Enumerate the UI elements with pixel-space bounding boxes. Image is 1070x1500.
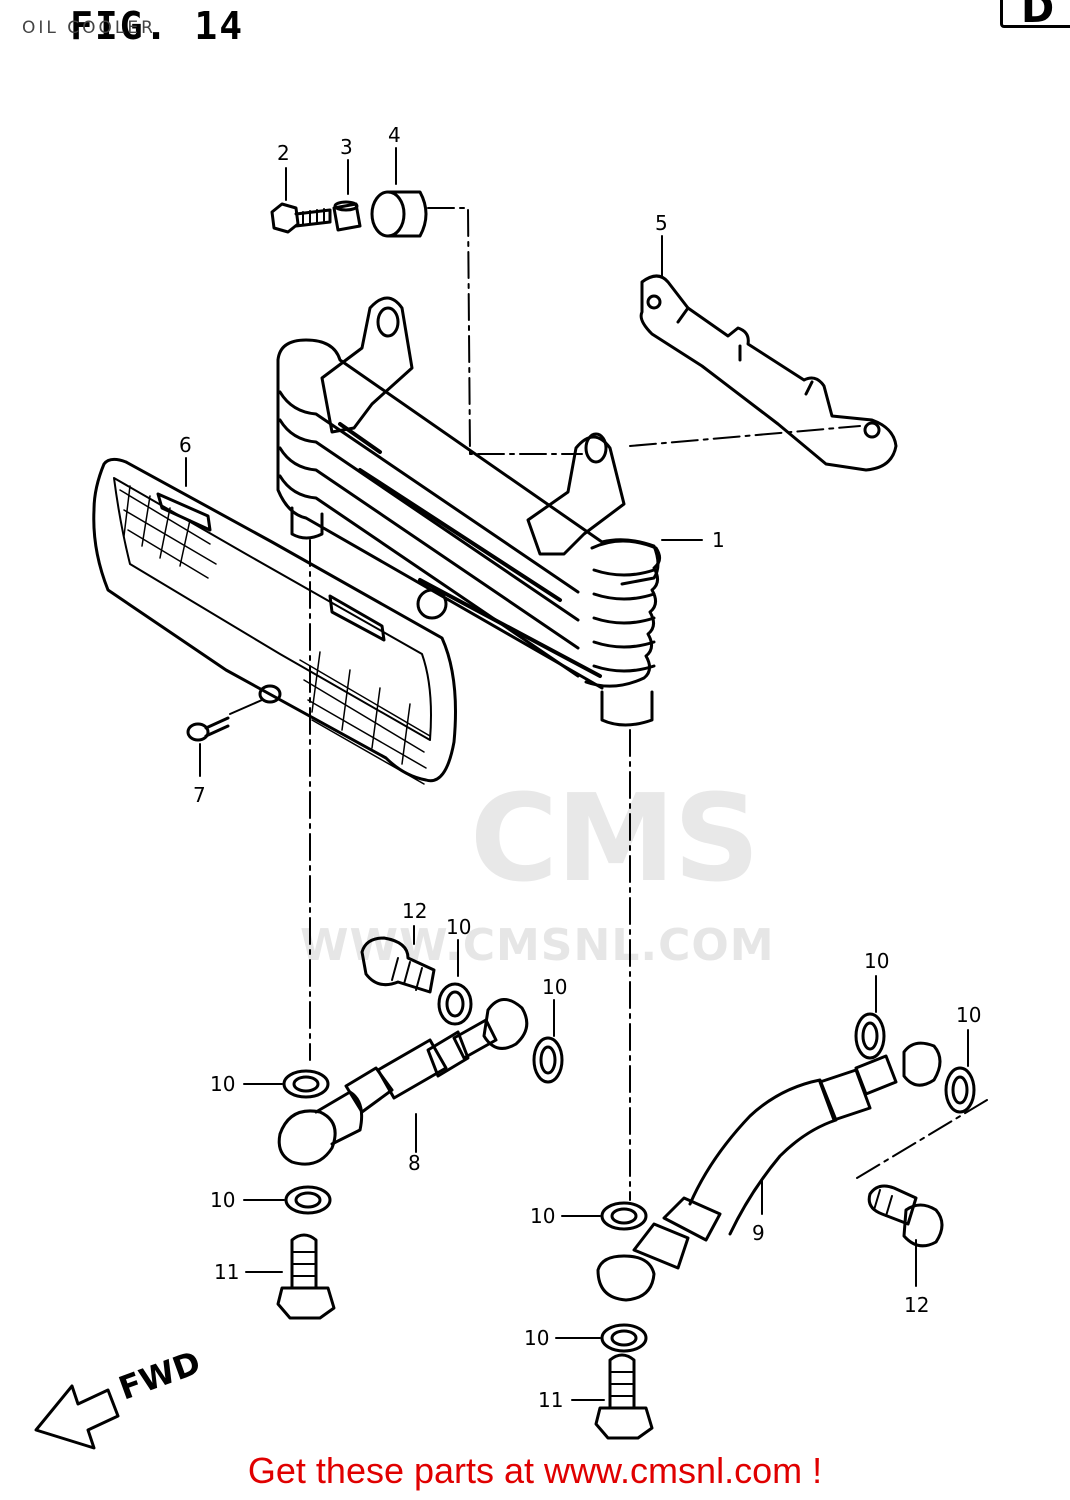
- part-3-collar: [332, 200, 362, 232]
- watermark-url: WWW.CMSNL.COM: [300, 920, 775, 971]
- callout-12-lower: 12: [904, 1293, 929, 1317]
- watermark-logo: CMS: [470, 770, 760, 909]
- callout-10-g: 10: [530, 1204, 555, 1228]
- callout-2: 2: [277, 141, 290, 165]
- part-4-cushion: [370, 190, 428, 238]
- figure-number: FIG. 14: [70, 4, 245, 48]
- forward-direction-arrow: [34, 1384, 120, 1450]
- callout-1: 1: [712, 528, 725, 552]
- callout-10-h: 10: [524, 1326, 549, 1350]
- part-8-hose: [277, 998, 529, 1166]
- part-7-screw: [186, 699, 263, 742]
- part-9-hose: [596, 1041, 942, 1302]
- part-5-bracket: [639, 274, 898, 472]
- callout-11-a: 11: [214, 1260, 239, 1284]
- callout-6: 6: [179, 433, 192, 457]
- section-badge: D: [1000, 0, 1070, 29]
- part-11-union-bolts: [276, 1233, 654, 1440]
- part-2-bolt: [270, 202, 332, 234]
- callout-10-b: 10: [542, 975, 567, 999]
- callout-8: 8: [408, 1151, 421, 1175]
- callout-4: 4: [388, 123, 401, 147]
- callout-7: 7: [193, 783, 206, 807]
- callout-9: 9: [752, 1221, 765, 1245]
- callout-12-upper: 12: [402, 899, 427, 923]
- part-6-guard: [92, 457, 457, 785]
- callout-3: 3: [340, 135, 353, 159]
- fwd-label: FWD: [114, 1343, 206, 1407]
- part-1-oil-cooler: [276, 296, 661, 727]
- diagram-title: OIL COOLER: [22, 18, 156, 38]
- callout-11-b: 11: [538, 1388, 563, 1412]
- callout-10-c: 10: [864, 949, 889, 973]
- footer-link-text[interactable]: Get these parts at www.cmsnl.com !: [247, 1450, 823, 1491]
- callout-5: 5: [655, 211, 668, 235]
- callout-10-e: 10: [210, 1072, 235, 1096]
- part-10-gaskets: [282, 982, 976, 1353]
- callout-10-d: 10: [956, 1003, 981, 1027]
- callout-10-f: 10: [210, 1188, 235, 1212]
- callout-10-a: 10: [446, 915, 471, 939]
